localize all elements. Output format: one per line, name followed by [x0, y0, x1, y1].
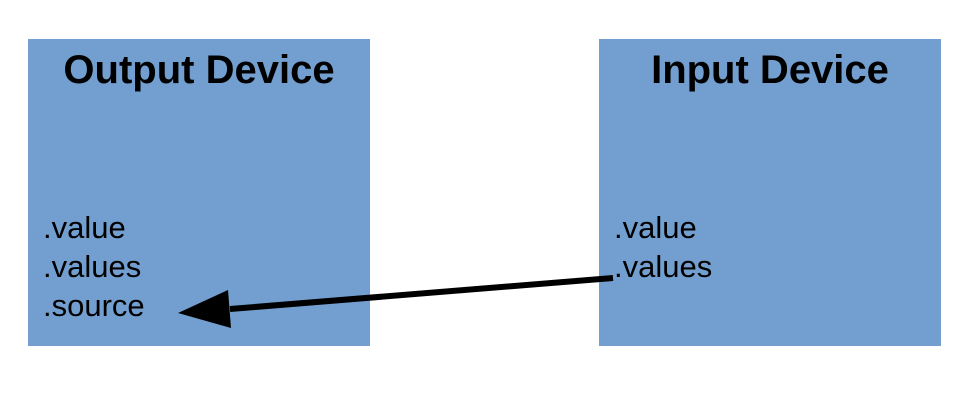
field-label-values: .values — [614, 249, 713, 284]
output-device-field-list: .value .values .source — [43, 208, 364, 325]
input-device-title: Input Device — [651, 48, 889, 92]
field-label-value: .value — [43, 210, 126, 245]
output-device-box: Output Device .value .values .source — [28, 39, 370, 346]
input-device-box: Input Device .value .values — [599, 39, 941, 346]
input-device-field-list: .value .values — [614, 208, 935, 286]
field-label-value: .value — [614, 210, 697, 245]
field-label-source: .source — [43, 288, 145, 323]
output-device-title: Output Device — [63, 48, 335, 92]
field-label-values: .values — [43, 249, 142, 284]
